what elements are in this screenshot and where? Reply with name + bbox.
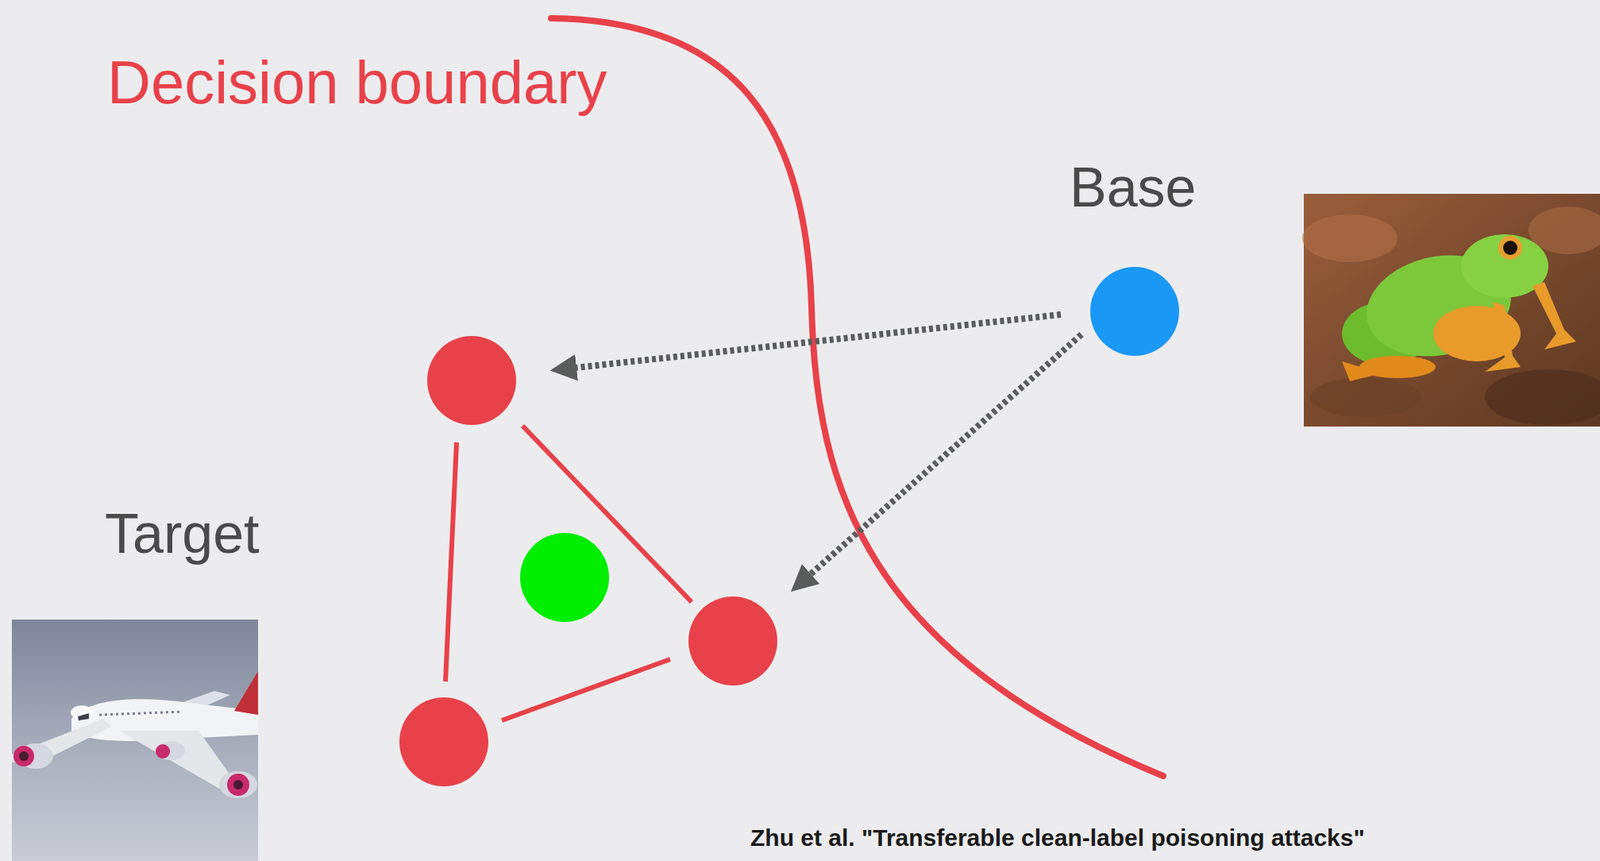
decision-boundary-curve — [551, 18, 1164, 776]
polytope-edge — [445, 442, 457, 682]
dotted-arrow — [798, 334, 1082, 585]
base-label: Base — [1069, 157, 1197, 219]
base-point — [1090, 266, 1180, 356]
target-point — [520, 532, 610, 622]
poison-point — [399, 697, 489, 787]
target-label: Target — [104, 503, 260, 565]
polytope-edge — [501, 659, 671, 721]
frog-photo — [1302, 193, 1600, 427]
poison-point — [427, 335, 517, 425]
poison-point — [688, 596, 778, 686]
citation-text: Zhu et al. "Transferable clean-label poi… — [750, 824, 1365, 851]
dotted-arrow — [560, 314, 1061, 370]
airplane-photo — [11, 619, 259, 861]
boundary-label: Decision boundary — [107, 49, 608, 116]
